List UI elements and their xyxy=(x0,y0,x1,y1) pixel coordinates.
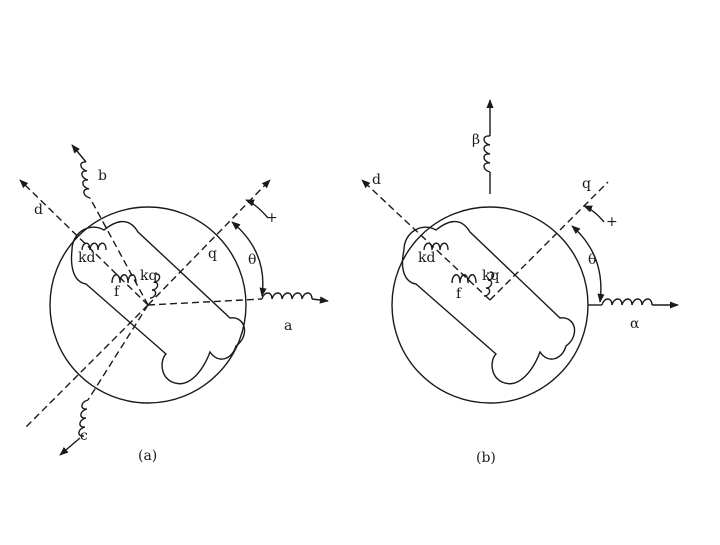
label-q-b: q xyxy=(582,176,591,192)
b-axis-a xyxy=(89,197,149,306)
panel-b: d q + θ α β kd kq f (b) xyxy=(361,99,679,466)
label-kq-b: kq xyxy=(482,268,499,284)
coil-alpha-winding xyxy=(601,298,653,306)
c-axis-a xyxy=(87,304,149,401)
d-axis-b xyxy=(361,179,491,301)
label-kq-a: kq xyxy=(140,268,157,284)
coil-f-b xyxy=(451,274,477,284)
label-theta-a: θ xyxy=(248,252,256,268)
label-f-b: f xyxy=(456,286,463,302)
caption-a: (a) xyxy=(138,448,157,464)
label-q-a: q xyxy=(208,246,217,262)
label-alpha-b: α xyxy=(630,316,640,332)
coil-kd-a xyxy=(81,242,107,251)
label-f-a: f xyxy=(114,284,121,300)
coil-kd-b xyxy=(423,242,449,251)
coil-a-winding xyxy=(261,292,313,300)
coil-b-winding xyxy=(80,161,91,199)
a-axis-a xyxy=(147,298,263,306)
coil-c-arrow xyxy=(59,437,81,456)
rotation-arc-b xyxy=(583,205,605,223)
theta-arc-b xyxy=(571,225,605,303)
label-beta-b: β xyxy=(472,132,480,148)
q-axis-a xyxy=(147,179,271,306)
label-plus-a: + xyxy=(266,210,278,226)
coil-beta-winding xyxy=(483,135,491,173)
label-theta-b: θ xyxy=(588,252,596,268)
stator-circle-a xyxy=(49,206,247,404)
q-axis-ext-a xyxy=(24,304,149,429)
rotation-arc-a xyxy=(245,199,269,219)
coil-a-arrow xyxy=(311,296,329,304)
rotor-outline-b xyxy=(401,220,576,385)
label-plus-b: + xyxy=(606,214,618,230)
coil-c-winding xyxy=(78,399,89,437)
coil-kq-a xyxy=(149,273,161,299)
label-a-a: a xyxy=(284,318,292,334)
label-d-b: d xyxy=(372,172,381,188)
label-d-a: d xyxy=(34,202,43,218)
caption-b: (b) xyxy=(476,450,496,466)
d-axis-a xyxy=(19,179,149,306)
label-c-a: c xyxy=(80,428,88,444)
theta-arc-a xyxy=(231,221,267,297)
q-axis-b xyxy=(489,181,609,301)
coil-b-arrow xyxy=(71,144,87,163)
coil-kq-b xyxy=(483,271,495,297)
label-b-a: b xyxy=(98,168,107,184)
coil-f-a xyxy=(111,274,137,284)
label-kd-b: kd xyxy=(418,250,435,266)
label-kd-a: kd xyxy=(78,250,95,266)
rotor-outline-a xyxy=(70,220,246,385)
panel-a: d b q + θ a c kd kq f (a) xyxy=(19,144,329,464)
